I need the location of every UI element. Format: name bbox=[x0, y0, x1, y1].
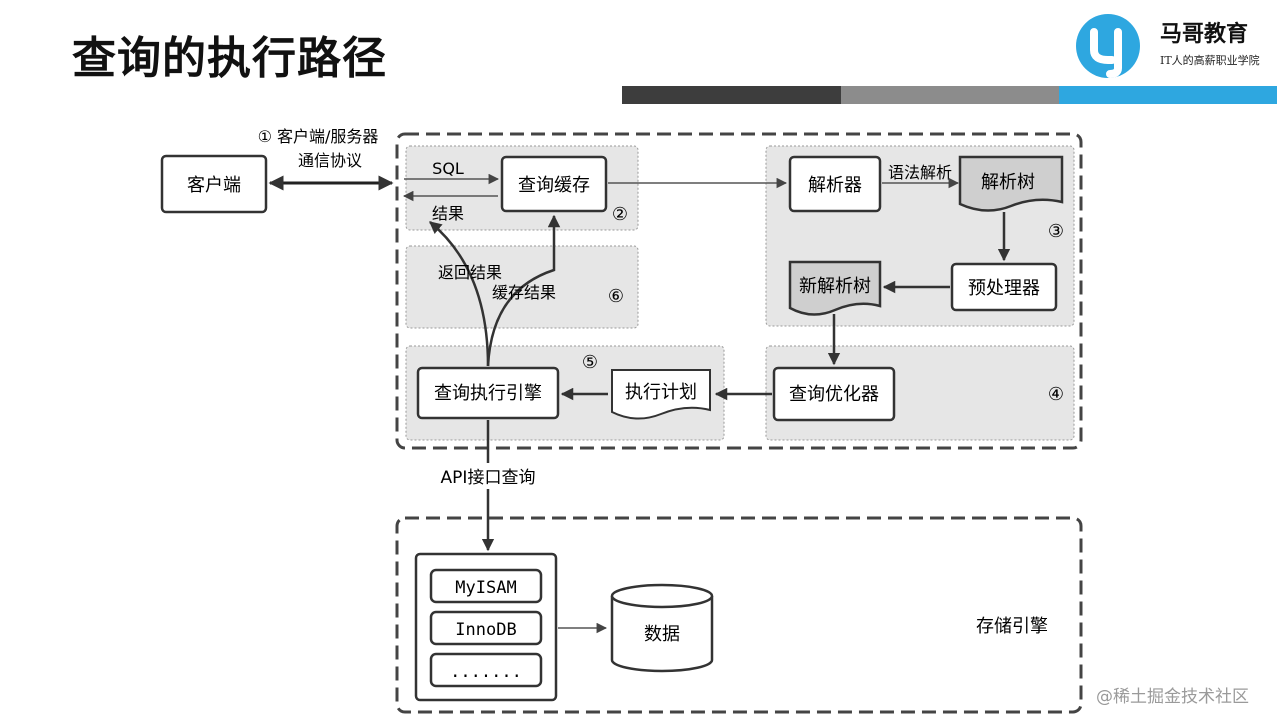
logo-name: 马哥教育 bbox=[1160, 22, 1249, 47]
cache-result-curve bbox=[486, 214, 561, 367]
protocol-label-2: 通信协议 bbox=[298, 151, 362, 170]
exec-plan-label: 执行计划 bbox=[625, 382, 697, 403]
exec-engine-box bbox=[416, 366, 560, 420]
brand-logo: 马哥教育 IT人的高薪职业学院 bbox=[1074, 12, 1274, 84]
return-result-curve bbox=[429, 221, 490, 367]
engine-more-label: ....... bbox=[450, 662, 522, 682]
result-label: 结果 bbox=[432, 204, 464, 223]
header-stripe-blue bbox=[1059, 86, 1277, 104]
step-3-label: ③ bbox=[1048, 221, 1064, 242]
engine-innodb-box bbox=[429, 610, 543, 646]
protocol-label-1: ① 客户端/服务器 bbox=[258, 127, 379, 146]
engine-innodb-label: InnoDB bbox=[455, 620, 516, 640]
step-6-label: ⑥ bbox=[608, 286, 624, 307]
step-2-label: ② bbox=[612, 204, 628, 225]
step-4-label: ④ bbox=[1048, 384, 1064, 405]
client-box bbox=[160, 154, 268, 214]
parser-label: 解析器 bbox=[808, 175, 862, 196]
data-cylinder bbox=[610, 583, 714, 673]
query-cache-label: 查询缓存 bbox=[518, 175, 590, 196]
storage-frame bbox=[395, 516, 1083, 714]
return-result-label: 返回结果 bbox=[438, 263, 502, 282]
preprocessor-box bbox=[950, 262, 1058, 312]
optimizer-label: 查询优化器 bbox=[789, 384, 879, 405]
storage-engine-label: 存储引擎 bbox=[976, 616, 1048, 637]
server-frame bbox=[395, 132, 1083, 450]
parse-tree-shape bbox=[958, 155, 1064, 212]
exec-plan-shape bbox=[611, 369, 711, 420]
logo-icon bbox=[1076, 14, 1140, 78]
exec-engine-label: 查询执行引擎 bbox=[434, 383, 542, 404]
engine-myisam-label: MyISAM bbox=[455, 578, 516, 598]
new-parse-tree-shape bbox=[788, 260, 882, 316]
parse-tree-label: 解析树 bbox=[981, 172, 1035, 193]
header-stripe-dark bbox=[622, 86, 841, 104]
logo-slogan: IT人的高薪职业学院 bbox=[1160, 54, 1260, 67]
step-5-label: ⑤ bbox=[582, 352, 598, 373]
client-label: 客户端 bbox=[187, 175, 241, 196]
cache-result-label: 缓存结果 bbox=[492, 283, 556, 302]
header-stripe-gray bbox=[841, 86, 1059, 104]
parser-box bbox=[788, 155, 882, 213]
api-label-bg bbox=[436, 463, 542, 489]
api-query-label: API接口查询 bbox=[441, 468, 536, 488]
optimizer-box bbox=[772, 366, 896, 422]
data-label: 数据 bbox=[644, 624, 680, 645]
preprocessor-label: 预处理器 bbox=[968, 278, 1040, 299]
query-cache-box bbox=[500, 155, 608, 213]
sql-label: SQL bbox=[432, 159, 464, 178]
syntax-parse-label: 语法解析 bbox=[888, 163, 952, 182]
engine-myisam-box bbox=[429, 568, 543, 604]
engine-more-box bbox=[429, 652, 543, 688]
new-parse-tree-label: 新解析树 bbox=[799, 276, 871, 297]
watermark: @稀土掘金技术社区 bbox=[1096, 687, 1249, 707]
page-title: 查询的执行路径 bbox=[72, 33, 387, 84]
